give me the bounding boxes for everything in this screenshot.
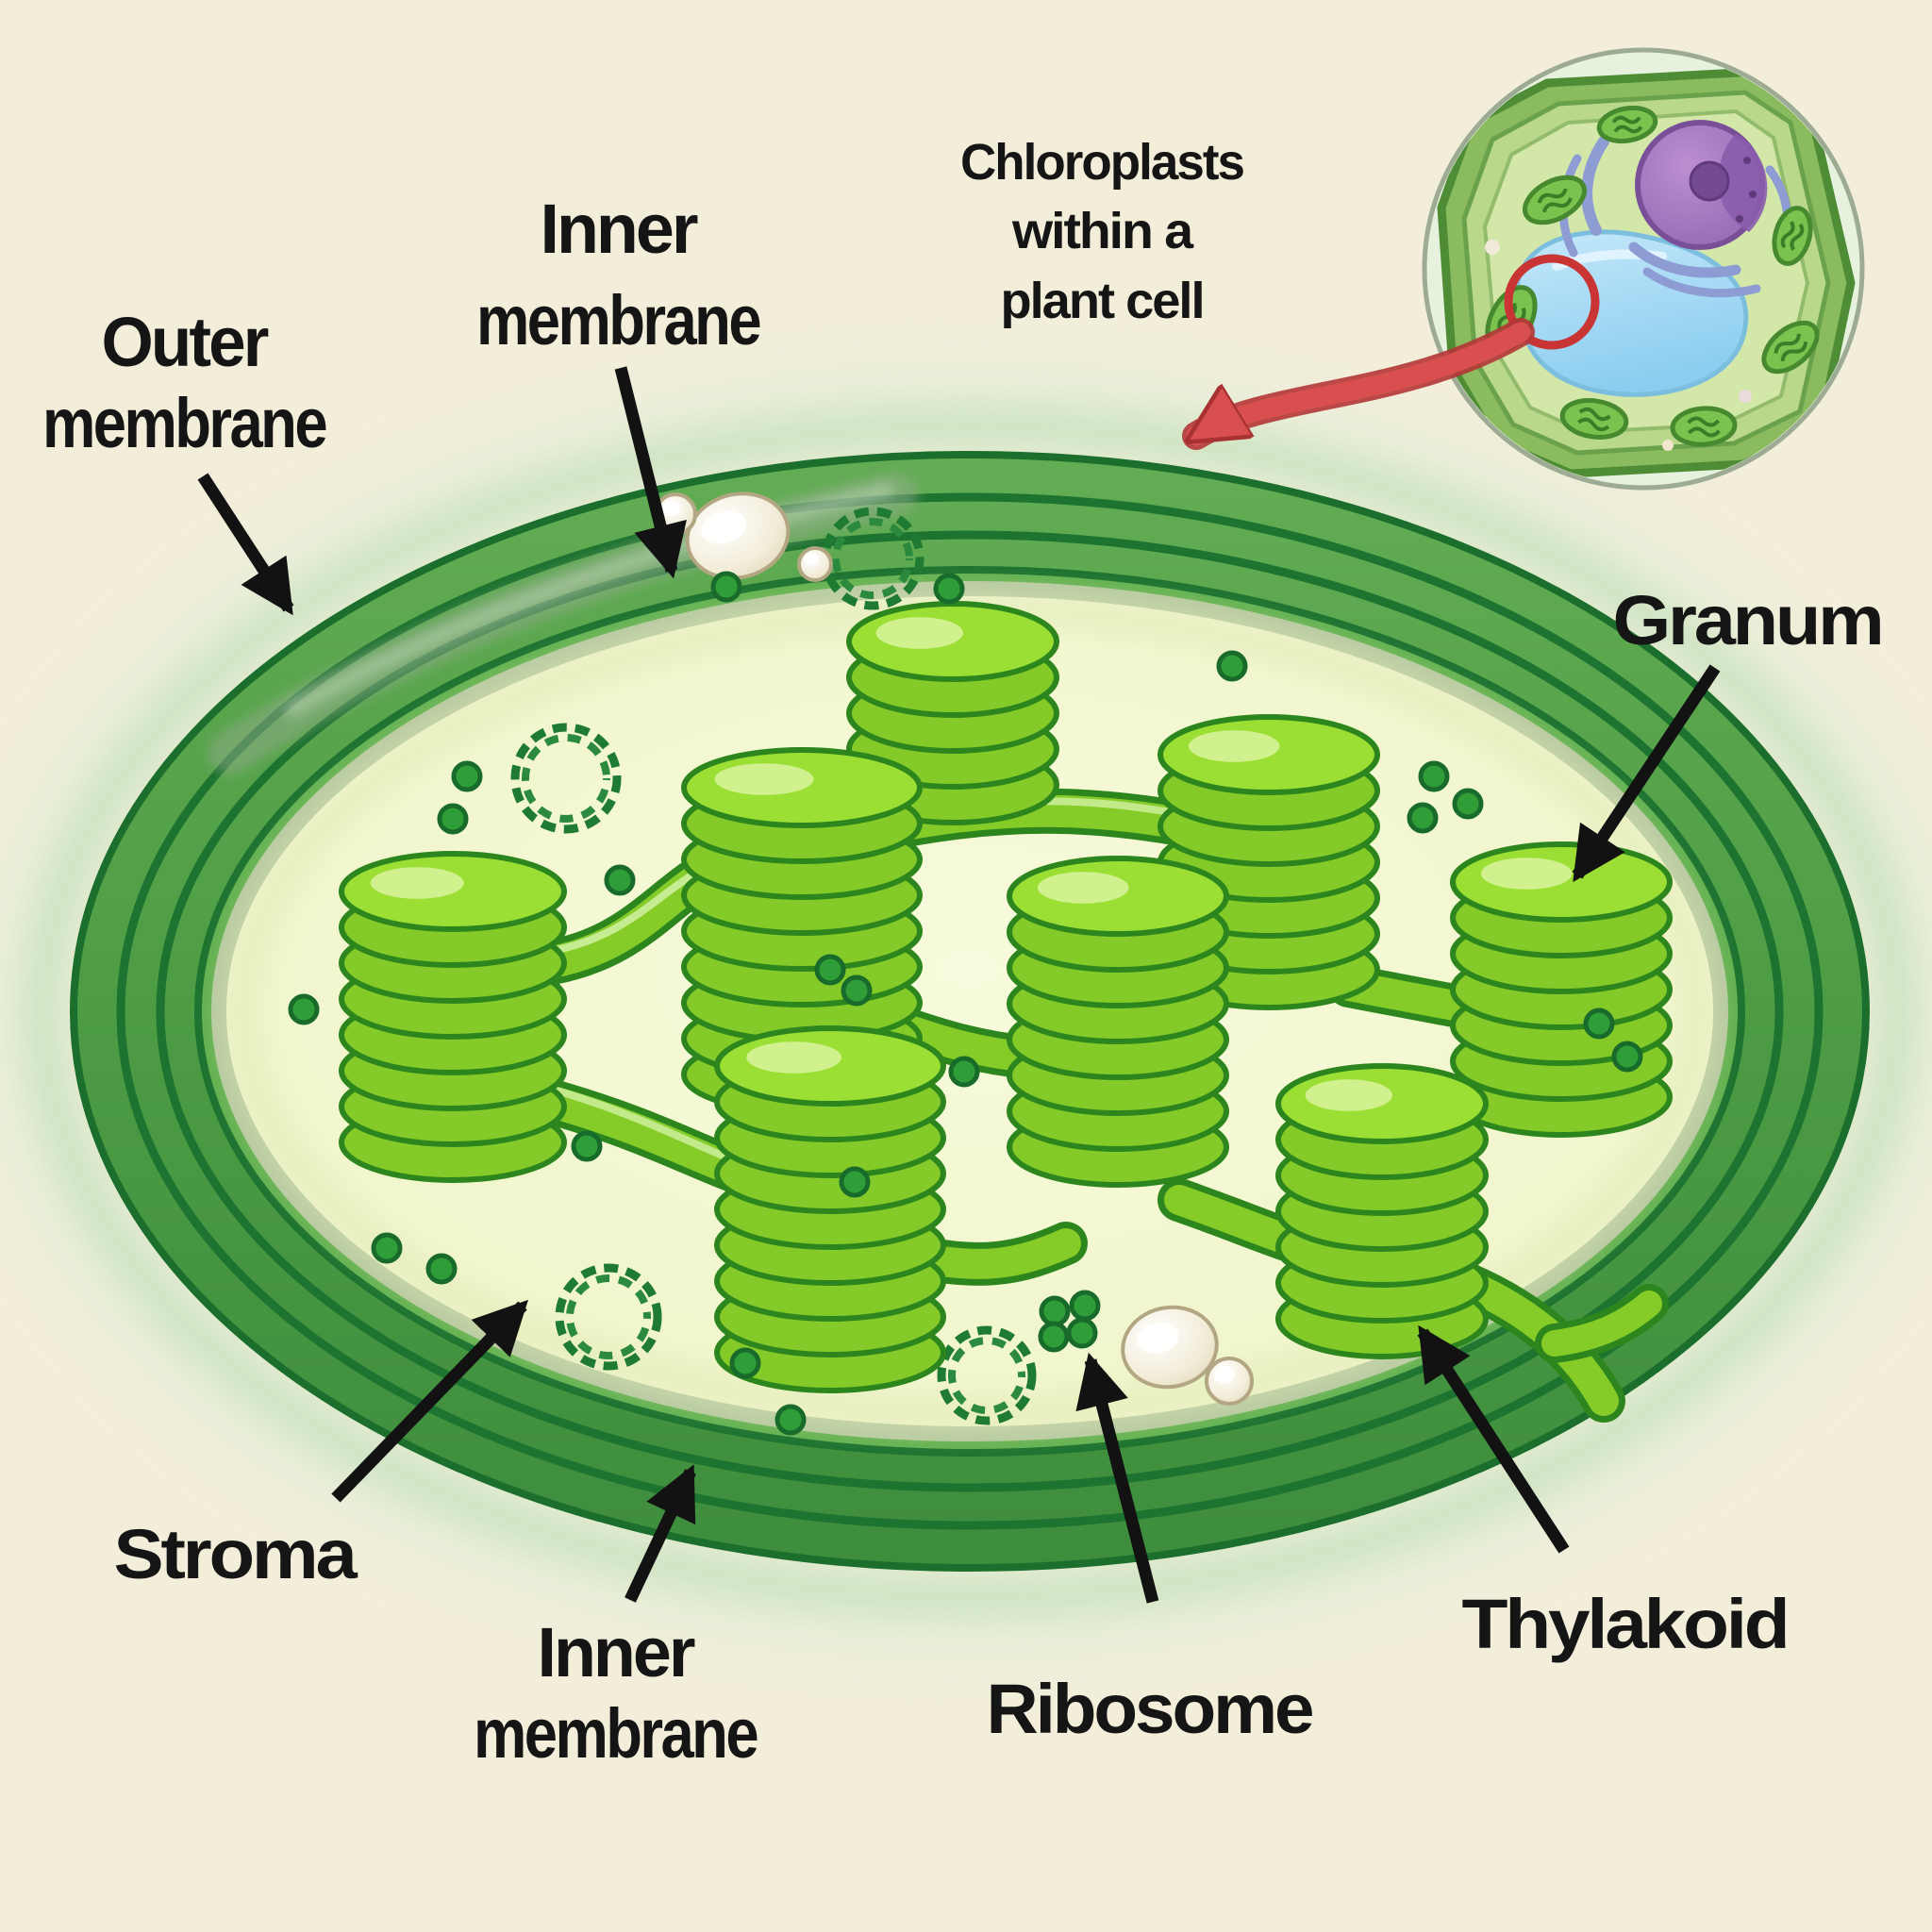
inner-membrane-bottom-label-line1: Inner	[538, 1613, 695, 1691]
grana-stacks	[339, 601, 1673, 1393]
ribosome-dot	[1066, 1317, 1098, 1349]
granum-stack	[714, 1025, 946, 1393]
granum-stack	[1450, 841, 1673, 1138]
granum-stack	[1007, 856, 1229, 1188]
ribosome-dot	[1038, 1321, 1070, 1353]
label-inset-caption: Chloroplasts within a plant cell	[960, 134, 1245, 329]
granum-label: Granum	[1613, 581, 1882, 659]
outer-membrane-label-line2: membrane	[42, 384, 326, 462]
inset-caption-line3: plant cell	[1001, 273, 1204, 329]
label-arrows	[197, 366, 1721, 1604]
granum-arrow	[1572, 664, 1721, 883]
dna-strand	[555, 1263, 662, 1371]
ribosome-dot	[948, 1056, 980, 1088]
ribosome-dot	[841, 974, 873, 1007]
inner-band	[196, 567, 1743, 1456]
chloroplast-glow	[0, 365, 1932, 1657]
inner-membrane-bottom-arrow	[625, 1464, 696, 1603]
starch-granule	[1205, 1357, 1254, 1406]
membrane-line-1	[116, 492, 1824, 1530]
disc-highlight	[1480, 858, 1573, 890]
ribosome-dot	[1069, 1290, 1101, 1322]
inset-chloroplasts	[1485, 105, 1820, 447]
dna-loop	[555, 1263, 662, 1371]
outer-membrane-label-line1: Outer	[102, 303, 269, 381]
disc-highlight	[746, 1041, 841, 1074]
ribosome-dot	[437, 803, 469, 835]
disc-highlight	[1037, 872, 1129, 904]
ribosome-arrow	[1075, 1352, 1159, 1604]
granum-stack	[339, 851, 567, 1183]
ribosome-dot	[571, 1130, 603, 1162]
outer-membrane-arrow	[197, 473, 294, 616]
granum-stack	[1158, 714, 1380, 1010]
ribosome-dot	[729, 1347, 761, 1379]
disc-highlight	[714, 763, 814, 795]
ribosome-dot	[774, 1404, 807, 1436]
dna-strand	[566, 1274, 651, 1359]
dna-loop	[937, 1325, 1037, 1425]
ribosome-dot	[288, 993, 320, 1025]
thylakoid-arrow	[1417, 1324, 1570, 1554]
stroma-label: Stroma	[114, 1515, 358, 1593]
ribosome-dot	[451, 760, 483, 792]
starch-granules	[654, 491, 1254, 1406]
dna-strand	[832, 518, 913, 599]
ribosome-dot	[604, 864, 636, 896]
ribosome-dot	[1418, 760, 1450, 792]
dna-strand	[937, 1325, 1037, 1425]
dna-strand	[510, 723, 622, 834]
ribosome-dot	[371, 1232, 403, 1264]
ribosome-dot	[710, 571, 742, 603]
starch-granule-highlight	[701, 510, 747, 544]
starch-granule-highlight	[661, 501, 680, 517]
zoom-arrow-fill	[1196, 322, 1531, 446]
membrane-line-2	[156, 530, 1784, 1492]
membrane-sheen-bright	[285, 483, 894, 717]
inner-membrane-top-label-line2: membrane	[476, 281, 760, 359]
membrane-line-3	[194, 566, 1745, 1457]
disc-highlight	[1305, 1079, 1393, 1111]
ribosome-dot	[933, 573, 965, 605]
ribosome-dot	[1407, 802, 1439, 834]
starch-granule-highlight	[804, 553, 819, 566]
inner-membrane-top-label-line1: Inner	[541, 190, 698, 268]
highlight-ring	[1504, 254, 1600, 350]
dna-strand	[522, 734, 610, 823]
ribosome-dot	[1452, 788, 1484, 820]
label-outer-membrane: Outer membrane	[42, 303, 329, 462]
plant-cell-inset	[1196, 47, 1865, 491]
ribosome-dot	[1611, 1041, 1643, 1073]
starch-granule-highlight	[1136, 1323, 1179, 1354]
disc-highlight	[875, 617, 963, 649]
ribosome-dots	[288, 571, 1643, 1436]
starch-granule	[685, 491, 791, 580]
nucleus	[1635, 120, 1768, 250]
inner-membrane-bottom-label-line2: membrane	[474, 1694, 758, 1773]
stroma-arrow	[331, 1299, 528, 1503]
starch-granule	[1121, 1305, 1219, 1390]
ribosome-dot	[425, 1253, 458, 1285]
inset-caption-line2: within a	[1011, 203, 1194, 259]
ribosome-label: Ribosome	[987, 1670, 1313, 1748]
ribosome-dot	[1039, 1295, 1071, 1327]
ribosome-dot	[839, 1166, 871, 1198]
dna-strand	[948, 1337, 1025, 1414]
label-inner-membrane-bottom: Inner membrane	[474, 1613, 760, 1773]
ribosome-dot	[1583, 1008, 1615, 1040]
ribosome-dot	[1216, 650, 1248, 682]
disc-highlight	[1188, 730, 1280, 762]
granum-stack	[1275, 1063, 1489, 1359]
nucleolus	[1689, 160, 1730, 202]
dna-loop	[510, 723, 622, 834]
ribosome-dot	[814, 954, 846, 986]
disc-highlight	[370, 867, 464, 899]
inset-caption-line1: Chloroplasts	[960, 134, 1243, 191]
label-inner-membrane-top: Inner membrane	[476, 190, 763, 359]
thylakoid-label: Thylakoid	[1462, 1585, 1788, 1663]
inner-membrane-top-arrow	[614, 366, 687, 579]
starch-granule-highlight	[1213, 1366, 1235, 1384]
starch-granule	[797, 546, 833, 582]
